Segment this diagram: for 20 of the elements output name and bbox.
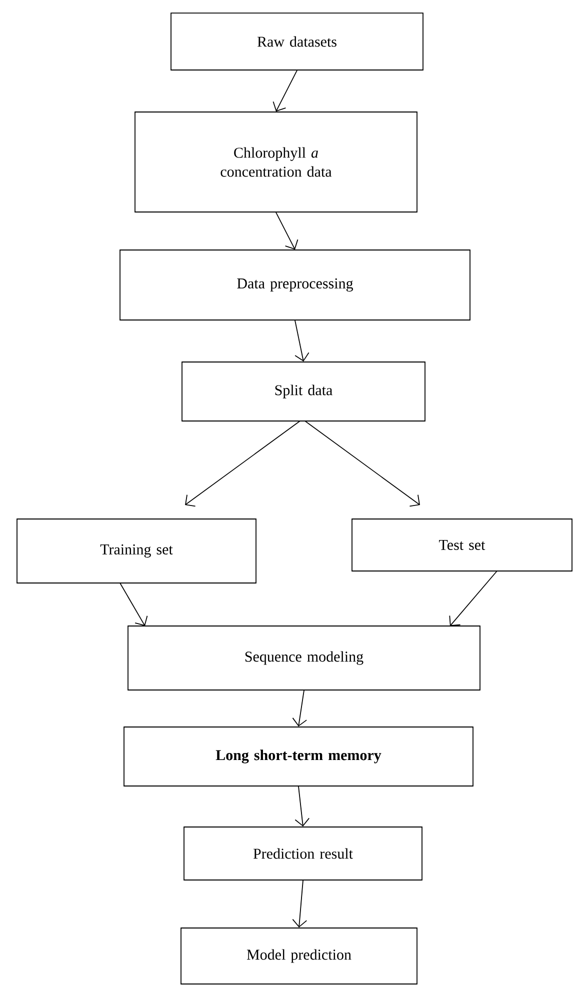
arrow [276, 212, 298, 250]
arrow [185, 420, 300, 507]
process-box: Split data [182, 362, 426, 422]
arrow [120, 582, 148, 626]
process-box: Prediction result [184, 826, 422, 880]
process-box: Long short-term memory [124, 726, 474, 786]
process-box: Training set [16, 518, 256, 584]
arrow [294, 320, 310, 362]
arrow [272, 70, 298, 112]
arrow [304, 420, 420, 507]
arrow [292, 880, 308, 928]
process-box: Model prediction [180, 928, 418, 984]
process-box: Sequence modeling [128, 626, 480, 690]
process-box: Data preprocessing [120, 250, 470, 320]
arrow [294, 786, 310, 827]
arrow [449, 570, 498, 626]
arrow [292, 690, 308, 727]
process-box: Raw datasets [170, 12, 424, 70]
process-box: Test set [352, 518, 572, 572]
process-box: Chlorophyll a concentration data [134, 112, 418, 212]
